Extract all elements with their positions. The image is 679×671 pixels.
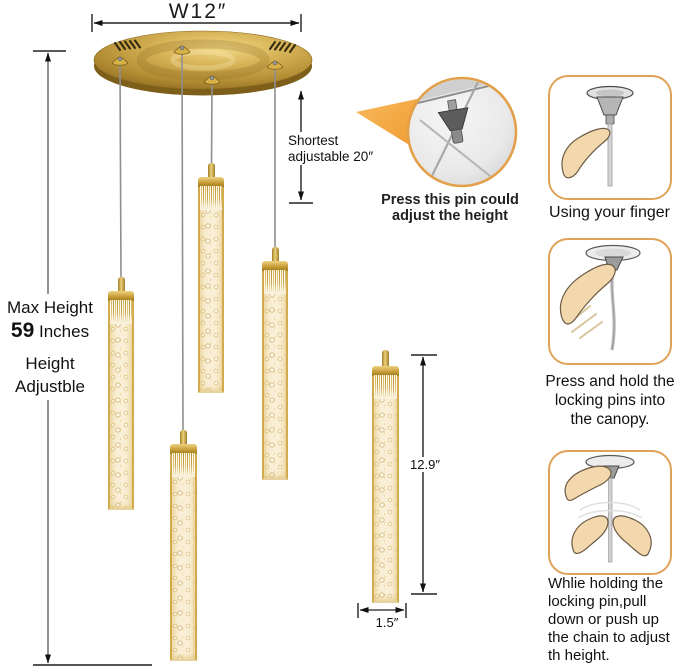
pendant-body [372, 375, 399, 603]
pin-detail [437, 99, 469, 144]
max-height-label: Max Height 59 Inches Height Adjustble [0, 294, 100, 400]
pendant-width-dimension [357, 603, 407, 618]
hold-pin-pull-chain-icon [564, 454, 652, 563]
max-height-unit: Inches [34, 322, 90, 341]
max-height-line4: Adjustble [15, 377, 85, 396]
pendant-cap [108, 291, 134, 301]
pendant-width-label: 1.5″ [375, 615, 399, 630]
pendant-cap [170, 444, 197, 454]
instruction-panel-3 [548, 450, 672, 575]
finger-press-pin-icon [561, 85, 634, 187]
pendant-top [198, 163, 224, 393]
pendant-stem [117, 277, 125, 291]
shortest-label: Shortest adjustable 20″ [288, 132, 380, 165]
instruction-caption-2: Press and hold the locking pins into the… [545, 373, 675, 428]
pendant-body [262, 270, 288, 480]
pendant-crystal-spikes [172, 453, 195, 477]
zoom-detail-circle [406, 76, 518, 188]
pendant-bottom [170, 430, 197, 661]
pendant-stem [382, 350, 389, 366]
canopy [93, 30, 313, 434]
pendant-body [170, 453, 197, 661]
pendant-crystal-spikes [200, 186, 222, 210]
width-dimension [91, 14, 302, 32]
pendant-crystal-spikes [110, 300, 132, 324]
pendant-cap [372, 366, 399, 376]
pendant-cap [198, 177, 224, 187]
press-hold-pin-icon [559, 244, 641, 351]
width-label: W12″ [168, 0, 228, 23]
pendant-stem [180, 430, 187, 444]
pendant-length-label: 12.9″ [403, 457, 447, 472]
max-height-line1: Max Height [7, 298, 93, 317]
instruction-panel-2 [548, 238, 672, 365]
max-height-line2: 59 Inches [0, 319, 100, 343]
instruction-panel-1 [548, 75, 672, 200]
callout-caption: Press this pin could adjust the height [360, 192, 540, 224]
canopy-vent-right [269, 41, 296, 53]
max-height-line3: Height [25, 354, 75, 373]
canopy-mounts [111, 45, 284, 85]
instruction-caption-1: Using your finger [549, 204, 670, 221]
length-dimension [411, 354, 437, 595]
pendant-crystal-spikes [264, 270, 286, 294]
pendant-body [198, 186, 224, 393]
max-height-value: 59 [10, 319, 35, 342]
canopy-vent-left [114, 39, 141, 51]
callout-line2: adjust the height [392, 207, 508, 224]
shortest-line1: Shortest [288, 133, 339, 148]
pendant-body [108, 300, 134, 510]
pendant-right [262, 247, 288, 480]
mini-pendant-dimensioned [372, 350, 399, 603]
pendant-wires [119, 52, 276, 434]
pendant-left [108, 277, 134, 510]
pendant-stem [207, 163, 215, 177]
pendant-crystal-spikes [374, 375, 397, 399]
instruction-caption-3: Whlie holding the locking pin,pull down … [548, 575, 670, 664]
shortest-line2: adjustable 20″ [288, 148, 374, 164]
pendant-stem [271, 247, 279, 261]
pendant-cap [262, 261, 288, 271]
callout-line1: Press this pin could [381, 192, 519, 208]
